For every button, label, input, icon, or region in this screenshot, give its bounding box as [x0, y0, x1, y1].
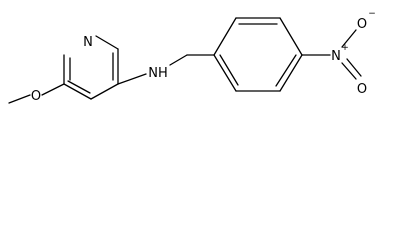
nitro-oxygen-top-charge: −	[368, 9, 376, 19]
bond-nitro-oxygen-bottom	[341, 62, 357, 80]
bond-b6-b1	[213, 54, 237, 92]
amine-label: NH	[148, 66, 168, 81]
nitro-nitrogen-label: N	[331, 49, 341, 64]
bond-c4-c5-inner	[67, 80, 91, 94]
bond-amine-ch2	[169, 54, 188, 66]
bond-b1-b2	[213, 17, 237, 56]
bond-b4-b5	[279, 54, 303, 92]
bond-ring-amine	[117, 73, 147, 85]
bond-oxygen-ring	[41, 83, 65, 96]
nitro-oxygen-top-label: O	[357, 17, 367, 32]
molecule-drawing: O N NH N + O − O	[8, 9, 376, 104]
bond-methyl-oxygen	[8, 94, 31, 104]
bond-c3-c4	[90, 83, 119, 100]
oxygen-methoxy-label: O	[31, 89, 41, 104]
bond-b6-b1-inner	[219, 54, 239, 86]
nitro-oxygen-bottom-label: O	[357, 82, 367, 97]
bond-n1-c2	[95, 35, 119, 50]
bond-nitro-oxygen-bottom-inner	[346, 58, 362, 77]
structure-diagram: O N NH N + O − O	[0, 0, 395, 118]
nitro-nitrogen-charge: +	[341, 43, 349, 53]
bond-c4-c5	[63, 83, 92, 100]
pyridine-nitrogen-label: N	[83, 35, 93, 50]
bond-b3-b4	[279, 17, 303, 56]
bond-b4-b5-inner	[275, 54, 297, 87]
bond-nitro-oxygen-top	[341, 29, 357, 48]
